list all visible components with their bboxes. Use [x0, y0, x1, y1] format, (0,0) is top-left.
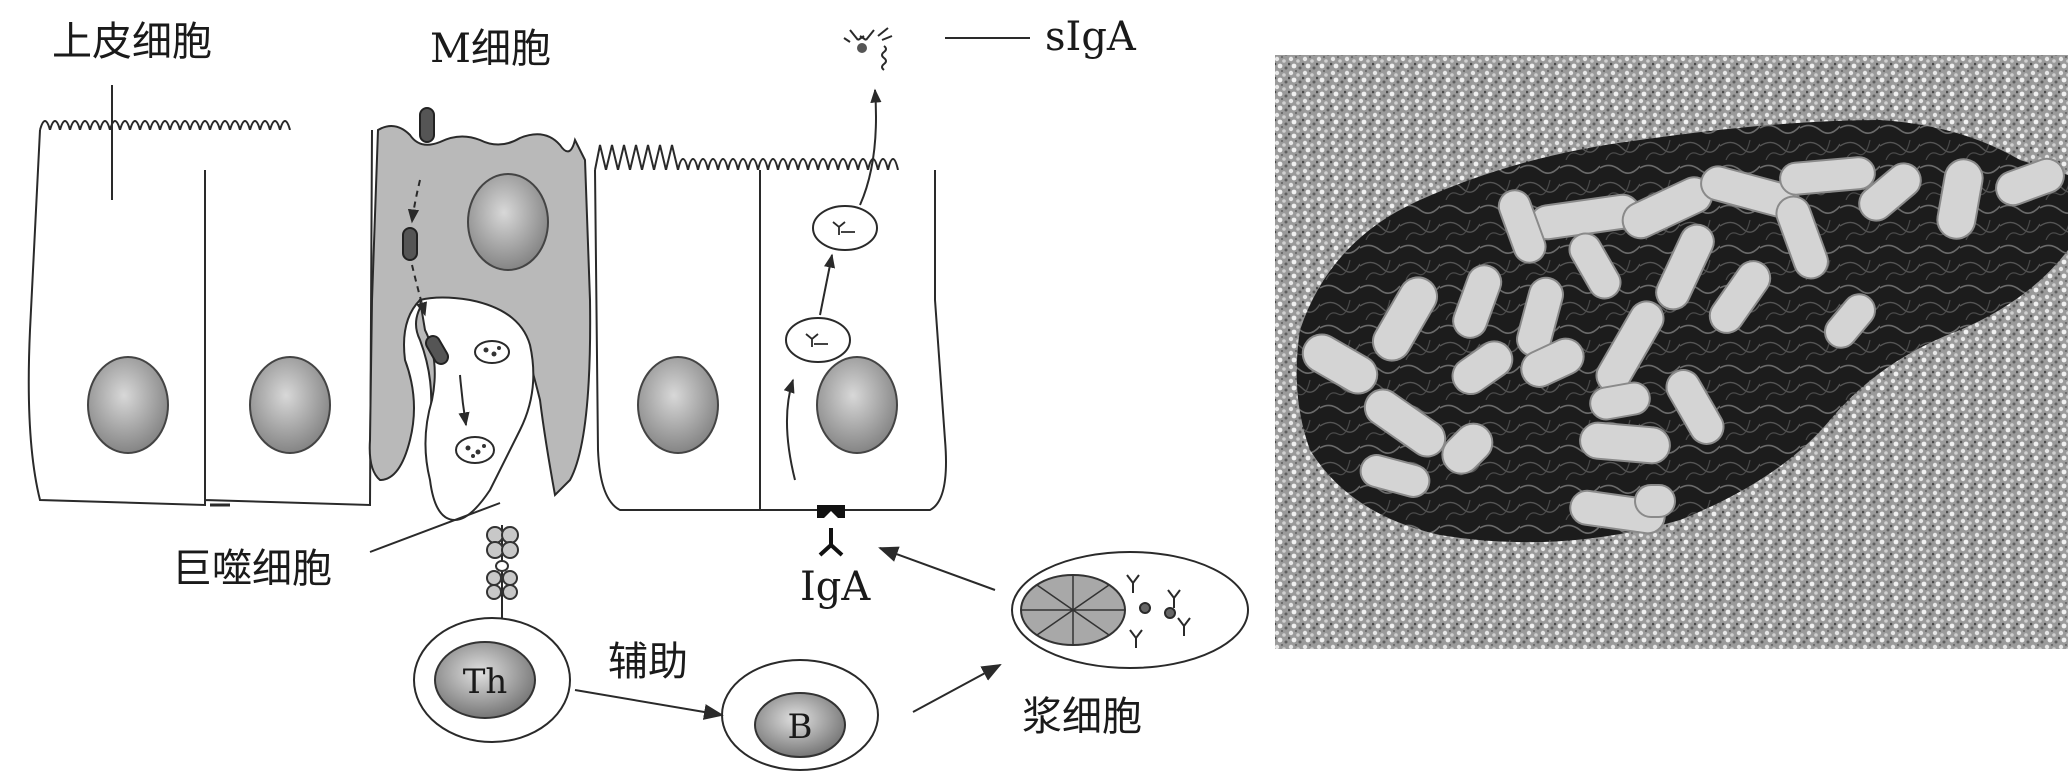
nucleus: [637, 356, 719, 454]
arrow-th-to-b: [574, 689, 724, 720]
label-helper: 辅助: [608, 639, 688, 685]
th-nucleus: [434, 641, 536, 719]
bacterium: [419, 107, 435, 143]
label-epithelial-cell: 上皮细胞: [52, 19, 212, 65]
antibody-icons: [1126, 574, 1191, 648]
label-th: Th: [463, 662, 508, 702]
label-pointer-macrophage: [369, 502, 501, 553]
arrow-b-to-plasma: [912, 664, 1002, 713]
label-macrophage: 巨噬细胞: [172, 546, 332, 592]
pigr-receptor: [817, 505, 845, 518]
bacteria-rods: [1301, 156, 2065, 535]
iga-vesicle: [812, 205, 878, 251]
arrow-plasma-to-iga: [878, 546, 996, 591]
nucleus: [87, 356, 169, 454]
b-nucleus: [754, 692, 846, 758]
label-plasma-cell: 浆细胞: [1022, 694, 1142, 740]
iga-molecule: [818, 528, 844, 557]
epithelial-cell-right: [594, 169, 947, 511]
epithelial-cell-left: [27, 129, 373, 507]
nucleus: [816, 356, 898, 454]
antigen-presentation: [486, 525, 519, 620]
nucleus: [249, 356, 331, 454]
label-siga: sIgA: [1045, 14, 1137, 60]
label-b: B: [788, 707, 813, 747]
bacterium: [402, 227, 418, 261]
label-iga: IgA: [800, 564, 871, 610]
iga-vesicle: [785, 317, 851, 363]
label-m-cell: M细胞: [430, 26, 551, 72]
microvilli-left: [39, 120, 291, 134]
electron-micrograph: [1275, 55, 2068, 649]
phagosome: [474, 340, 510, 364]
bacterium: [425, 335, 449, 365]
siga-molecule: [843, 27, 893, 71]
microvilli-right: [594, 144, 899, 171]
m-cell-pocket: [418, 296, 535, 522]
phagosome: [455, 436, 495, 464]
plasma-nucleus: [1020, 574, 1126, 646]
immune-diagram: 上皮细胞 M细胞 sIgA 巨噬细胞 IgA Th 辅助 B 浆细胞: [27, 14, 1249, 771]
nucleus: [467, 173, 549, 271]
